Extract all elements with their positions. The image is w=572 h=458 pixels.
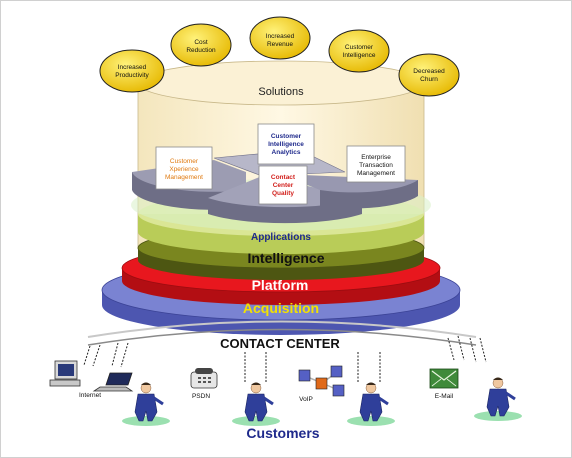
channel-email-label: E-Mail [435, 393, 454, 400]
channel-internet-label: Internet [79, 392, 101, 399]
contact-center-arc [87, 328, 477, 346]
applications-label: Applications [251, 232, 311, 243]
channel-voip-label: VoIP [299, 396, 313, 403]
contact-center-label: CONTACT CENTER [220, 336, 340, 351]
channel-arrows [83, 335, 487, 382]
telephone-icon [190, 368, 218, 389]
platform-label: Platform [252, 277, 309, 293]
acquisition-label: Acquisition [243, 300, 319, 316]
solutions-cylinder-top [137, 60, 425, 106]
customer-figure-3 [347, 382, 395, 426]
solutions-label: Solutions [258, 86, 304, 98]
channel-psdn-label: PSDN [192, 393, 210, 400]
voip-network-icon [298, 365, 345, 397]
email-icon [429, 368, 459, 389]
customer-figure-1 [122, 382, 170, 426]
customer-figure-4 [474, 377, 522, 421]
laptop-icon [92, 372, 134, 392]
customer-figure-2 [232, 382, 280, 426]
customers-label: Customers [246, 425, 319, 441]
intelligence-label: Intelligence [247, 250, 324, 266]
computer-icon [49, 360, 81, 387]
contact-center-arc-outer [87, 320, 477, 338]
